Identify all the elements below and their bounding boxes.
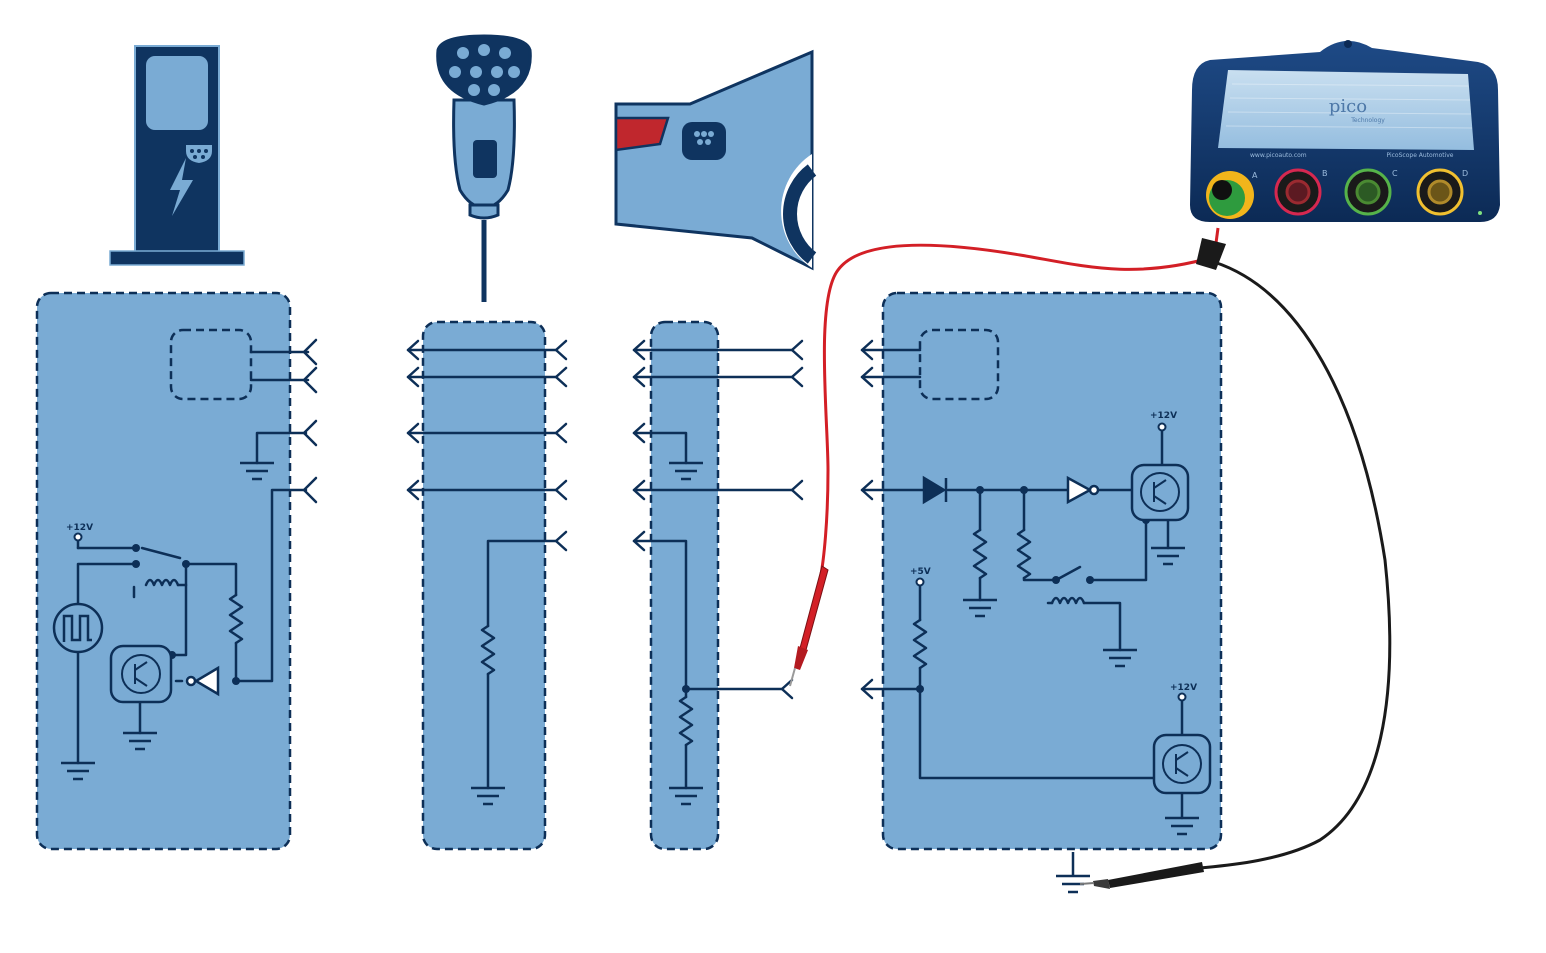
- scope-brand: pico: [1329, 96, 1367, 117]
- scope-url: www.picoauto.com: [1250, 152, 1307, 159]
- vehicle-5v-label: +5V: [910, 567, 931, 577]
- red-test-lead: [789, 227, 1220, 687]
- vehicle-inlet-icon: [614, 49, 817, 271]
- scope-channel-c: C: [1344, 168, 1398, 216]
- ground-symbols: [61, 461, 1199, 894]
- charger-comm-module: [169, 328, 253, 401]
- charging-station-icon: [109, 45, 245, 266]
- scope-channel-b-label: B: [1322, 169, 1328, 178]
- charger-panel: [35, 291, 292, 851]
- transistor-symbols: [121, 472, 1202, 784]
- scope-channel-a: A: [1206, 171, 1258, 219]
- scope-sub-brand: Technology: [1350, 117, 1385, 124]
- station-transistor: [109, 644, 173, 704]
- vehicle-12v-label-bottom: +12V: [1170, 683, 1197, 693]
- station-inverter: [185, 665, 220, 697]
- vehicle-transistor-bottom: [1152, 733, 1212, 795]
- black-test-lead: [1079, 260, 1392, 889]
- pwm-oscillator: [52, 602, 104, 654]
- scope-channel-b: B: [1274, 168, 1328, 216]
- vehicle-panel: [881, 291, 1223, 851]
- bnc-adapter: [1196, 238, 1226, 270]
- scope-channel-d-label: D: [1462, 169, 1468, 178]
- station-12v-label: +12V: [66, 523, 93, 533]
- vehicle-comm-module: [918, 328, 1000, 401]
- cable-panel: [421, 320, 547, 851]
- supply-terminals: [73, 422, 1187, 702]
- junction-dots: [132, 486, 1150, 693]
- comm-modules: [169, 328, 1000, 401]
- picoscope-device-icon: pico Technology www.picoauto.com PicoSco…: [1190, 40, 1500, 223]
- scope-channel-a-label: A: [1252, 171, 1258, 180]
- vehicle-12v-label-top: +12V: [1150, 411, 1177, 421]
- scope-channel-c-label: C: [1392, 169, 1398, 178]
- circuit-wiring: [76, 338, 1184, 820]
- charging-plug-icon: [436, 34, 532, 302]
- scope-model: PicoScope Automotive: [1386, 152, 1453, 159]
- panels: [35, 291, 1223, 851]
- inlet-panel: [649, 320, 720, 851]
- vehicle-inverter: [1066, 475, 1100, 505]
- scope-channel-d: D: [1416, 168, 1468, 216]
- diode: [922, 475, 948, 505]
